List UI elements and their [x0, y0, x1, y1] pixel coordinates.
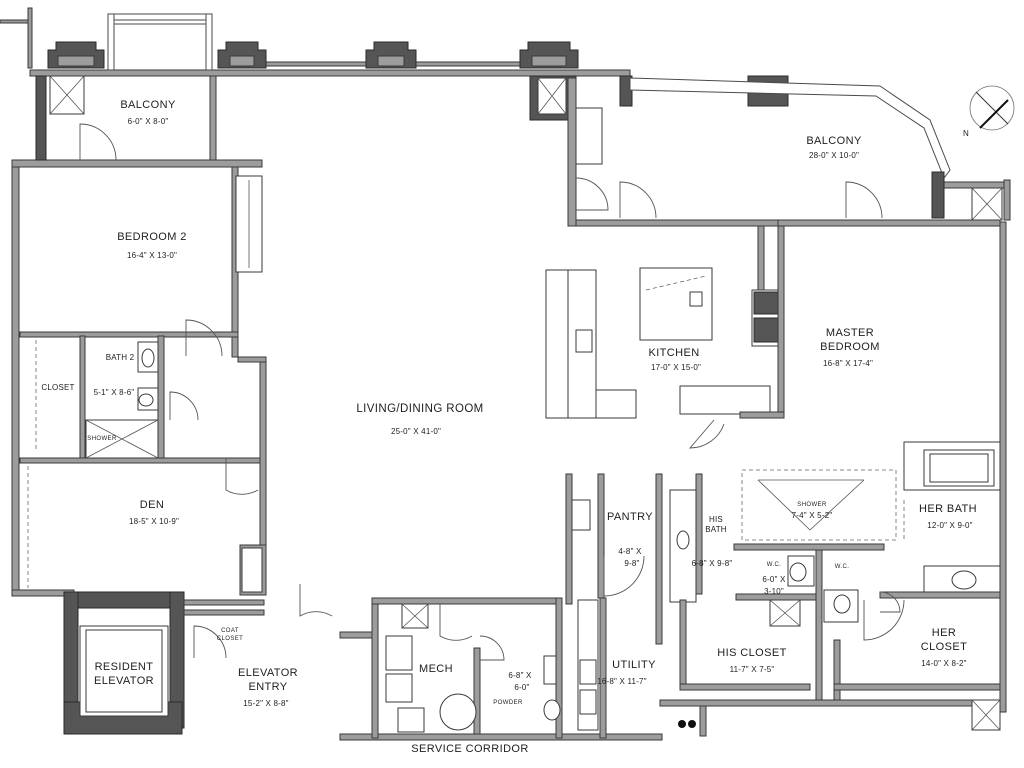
balcony-small-size: 6-0" X 8-0"	[128, 117, 169, 126]
coat-closet-label-2: CLOSET	[217, 636, 243, 642]
north-arrow-icon: N	[963, 85, 1015, 138]
shower-small-label: SHOWER	[87, 436, 117, 442]
closet-label: CLOSET	[41, 383, 74, 392]
den-size: 18-5" X 10-9"	[129, 517, 179, 526]
master-bedroom-label-1: MASTER	[826, 327, 874, 339]
wc-his-size-1: 6-0" X	[762, 575, 786, 584]
elevator-shaft	[63, 584, 333, 735]
bedroom2-walls	[19, 166, 267, 595]
wc-his-size-2: 3-10"	[764, 587, 784, 596]
coat-closet-label-1: COAT	[221, 628, 239, 634]
her-bath-label: HER BATH	[919, 503, 977, 515]
elevator-entry-label-1: ELEVATOR	[238, 667, 298, 679]
kitchen	[545, 219, 785, 449]
balcony-large	[529, 75, 1003, 227]
pantry-label: PANTRY	[607, 511, 653, 523]
master-bedroom-size: 16-8" X 17-4"	[823, 359, 873, 368]
compass-label: N	[963, 129, 969, 138]
mech-label: MECH	[419, 663, 453, 675]
pantry-size-2: 9-8"	[624, 559, 639, 568]
his-closet-label: HIS CLOSET	[717, 647, 786, 659]
powder-size-2: 6-0"	[514, 683, 529, 692]
elevator-entry-size: 15-2" X 8-8"	[243, 699, 288, 708]
facade-pilasters	[47, 13, 579, 71]
his-closet-size: 11-7" X 7-5"	[730, 665, 775, 674]
balcony-small-label: BALCONY	[120, 99, 176, 111]
living-dining-size: 25-0" X 41-0"	[391, 427, 441, 436]
kitchen-size: 17-0" X 15-0"	[651, 363, 701, 372]
powder-size-1: 6-8" X	[508, 671, 532, 680]
den-walls	[27, 466, 267, 596]
his-bath-size: 6-8" X 9-8"	[692, 559, 733, 568]
elevator-entry-label-2: ENTRY	[248, 681, 287, 693]
pantry-size-1: 4-8" X	[618, 547, 642, 556]
her-closet-label-2: CLOSET	[921, 641, 967, 653]
master-suite	[565, 219, 1001, 731]
her-closet-label-1: HER	[932, 627, 956, 639]
bath2-size: 5-1" X 8-6"	[94, 388, 135, 397]
balcony-small	[35, 75, 217, 161]
balcony-large-label: BALCONY	[806, 135, 862, 147]
her-closet-size: 14-0" X 8-2"	[921, 659, 966, 668]
powder-label: POWDER	[493, 700, 523, 706]
service-rooms	[339, 597, 607, 739]
his-bath-label-1: HIS	[709, 515, 723, 524]
her-bath-size: 12-0" X 9-0"	[927, 521, 972, 530]
kitchen-label: KITCHEN	[648, 347, 699, 359]
living-dining-label: LIVING/DINING ROOM	[356, 403, 483, 415]
room-labels: BALCONY 6-0" X 8-0" BALCONY 28-0" X 10-0…	[41, 99, 977, 755]
den-label: DEN	[140, 499, 164, 511]
bedroom2-label: BEDROOM 2	[117, 231, 187, 243]
his-bath-label-2: BATH	[705, 525, 727, 534]
shower-master-size: 7-4" X 5-2"	[792, 511, 833, 520]
resident-elevator-label-2: ELEVATOR	[94, 675, 154, 687]
resident-elevator-label-1: RESIDENT	[95, 661, 154, 673]
bath2-label: BATH 2	[106, 353, 135, 362]
master-bedroom-label-2: BEDROOM	[820, 341, 880, 353]
shower-master-label: SHOWER	[797, 502, 827, 508]
wc-her-label: W.C.	[835, 564, 850, 570]
utility-label: UTILITY	[612, 659, 656, 671]
utility-size: 16-8" X 11-7"	[597, 677, 647, 686]
balcony-large-size: 28-0" X 10-0"	[809, 151, 859, 160]
service-corridor-label: SERVICE CORRIDOR	[411, 743, 528, 755]
wc-his-label: W.C.	[767, 562, 782, 568]
bedroom2-size: 16-4" X 13-0"	[127, 251, 177, 260]
